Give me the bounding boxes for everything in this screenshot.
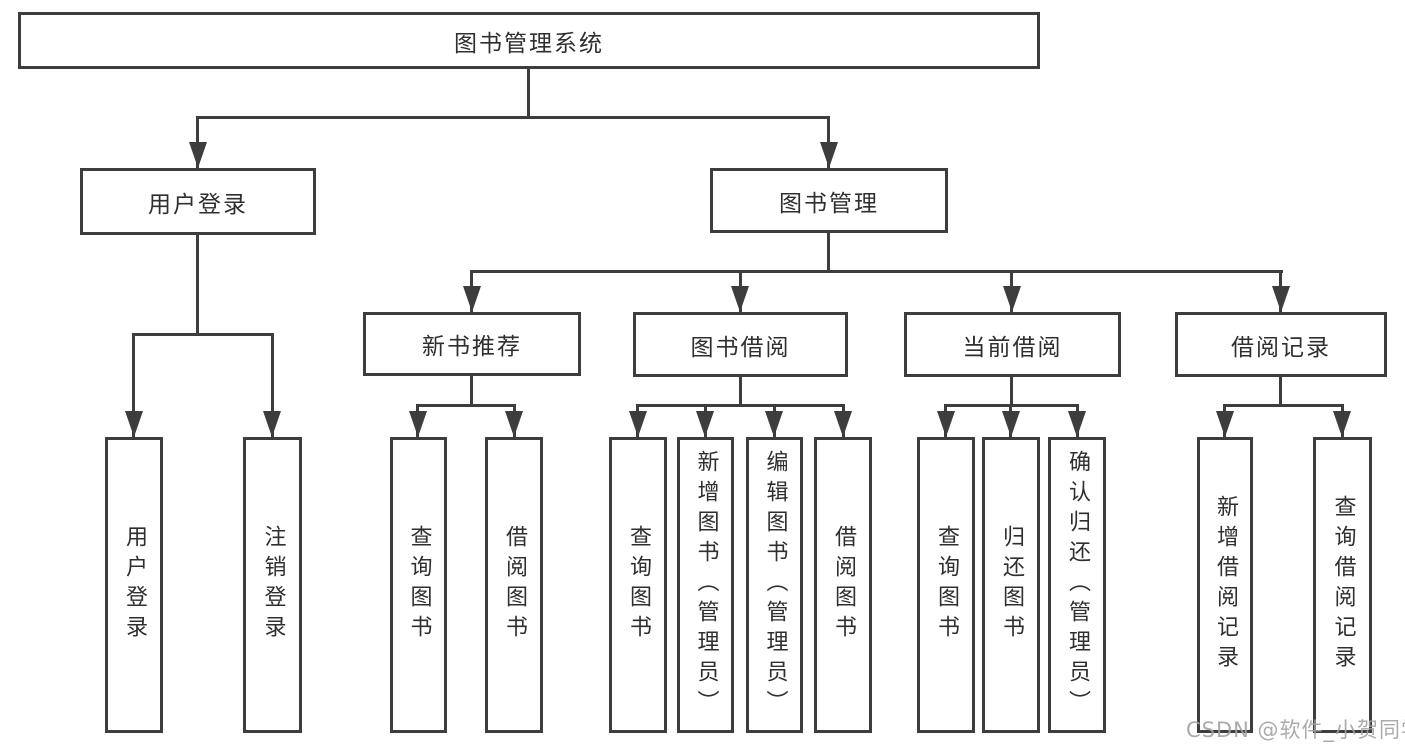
node-leaf-user-login: 用户登录 (105, 437, 163, 733)
arrow-down-icon (1002, 411, 1020, 437)
connector-line (470, 376, 473, 406)
node-leaf-cb-confirm: 确认归还（管理员） (1048, 437, 1106, 733)
node-leaf-bb-borrow-label: 借阅图书 (831, 525, 856, 645)
node-leaf-logout: 注销登录 (243, 437, 302, 733)
arrow-down-icon (834, 411, 852, 437)
arrow-down-icon (937, 411, 955, 437)
node-book-mgmt: 图书管理 (710, 168, 948, 233)
node-leaf-bb-query: 查询图书 (609, 437, 667, 733)
node-leaf-logout-label: 注销登录 (260, 525, 286, 645)
connector-line (739, 377, 742, 406)
connector-line (527, 68, 530, 118)
node-user-login-label: 用户登录 (148, 191, 248, 218)
arrow-down-icon (765, 411, 783, 437)
node-leaf-rec-query-label: 查询图书 (406, 525, 432, 645)
node-new-book-rec: 新书推荐 (363, 312, 581, 376)
node-borrow-record-label: 借阅记录 (1231, 334, 1331, 361)
arrow-down-icon (696, 411, 714, 437)
connector-line (196, 235, 199, 335)
arrow-down-icon (1068, 411, 1086, 437)
node-leaf-cb-confirm-label: 确认归还（管理员） (1065, 450, 1090, 720)
node-leaf-bb-add: 新增图书（管理员） (677, 437, 734, 733)
arrow-down-icon (1272, 286, 1290, 312)
node-leaf-bb-add-label: 新增图书（管理员） (693, 450, 719, 720)
connector-line (636, 404, 845, 407)
arrow-down-icon (629, 411, 647, 437)
arrow-down-icon (263, 411, 281, 437)
node-leaf-br-query-label: 查询借阅记录 (1330, 495, 1356, 675)
arrow-down-icon (1216, 411, 1234, 437)
node-borrow-record: 借阅记录 (1175, 312, 1387, 377)
arrow-down-icon (1003, 286, 1021, 312)
node-book-borrow-label: 图书借阅 (690, 334, 791, 361)
node-book-borrow: 图书借阅 (633, 312, 848, 377)
node-leaf-bb-edit: 编辑图书（管理员） (746, 437, 803, 733)
connector-line (1279, 377, 1282, 406)
arrow-down-icon (463, 286, 481, 312)
node-leaf-cb-return-label: 归还图书 (999, 525, 1024, 645)
node-book-mgmt-label: 图书管理 (779, 190, 879, 217)
node-leaf-br-add-label: 新增借阅记录 (1213, 495, 1238, 675)
arrow-down-icon (1333, 411, 1351, 437)
arrow-down-icon (409, 411, 427, 437)
connector-line (132, 333, 135, 437)
connector-line (1010, 377, 1013, 406)
connector-line (416, 404, 516, 407)
node-leaf-user-login-label: 用户登录 (122, 525, 147, 645)
connector-line (196, 116, 830, 119)
arrow-down-icon (505, 411, 523, 437)
node-leaf-cb-return: 归还图书 (982, 437, 1040, 733)
node-leaf-bb-edit-label: 编辑图书（管理员） (762, 450, 788, 720)
node-leaf-bb-query-label: 查询图书 (626, 525, 651, 645)
connector-line (1223, 404, 1344, 407)
node-leaf-br-query: 查询借阅记录 (1313, 437, 1372, 733)
node-leaf-rec-borrow: 借阅图书 (485, 437, 543, 733)
arrow-down-icon (125, 411, 143, 437)
node-leaf-br-add: 新增借阅记录 (1197, 437, 1253, 733)
node-leaf-rec-borrow-label: 借阅图书 (502, 525, 527, 645)
watermark: CSDN @软件_小贺同学 (1186, 718, 1405, 742)
connector-line (470, 270, 1283, 273)
node-leaf-cb-query-label: 查询图书 (934, 525, 959, 645)
node-leaf-bb-borrow: 借阅图书 (814, 437, 872, 733)
connector-line (271, 333, 274, 437)
node-leaf-rec-query: 查询图书 (390, 437, 447, 733)
arrow-down-icon (189, 142, 207, 168)
connector-line (827, 233, 830, 272)
node-root: 图书管理系统 (18, 12, 1040, 69)
node-current-borrow: 当前借阅 (904, 312, 1121, 377)
arrow-down-icon (731, 286, 749, 312)
connector-line (132, 333, 274, 336)
node-user-login: 用户登录 (80, 168, 316, 235)
node-leaf-cb-query: 查询图书 (917, 437, 975, 733)
arrow-down-icon (820, 142, 838, 168)
node-root-label: 图书管理系统 (454, 30, 604, 57)
node-current-borrow-label: 当前借阅 (962, 334, 1063, 361)
node-new-book-rec-label: 新书推荐 (422, 334, 522, 360)
